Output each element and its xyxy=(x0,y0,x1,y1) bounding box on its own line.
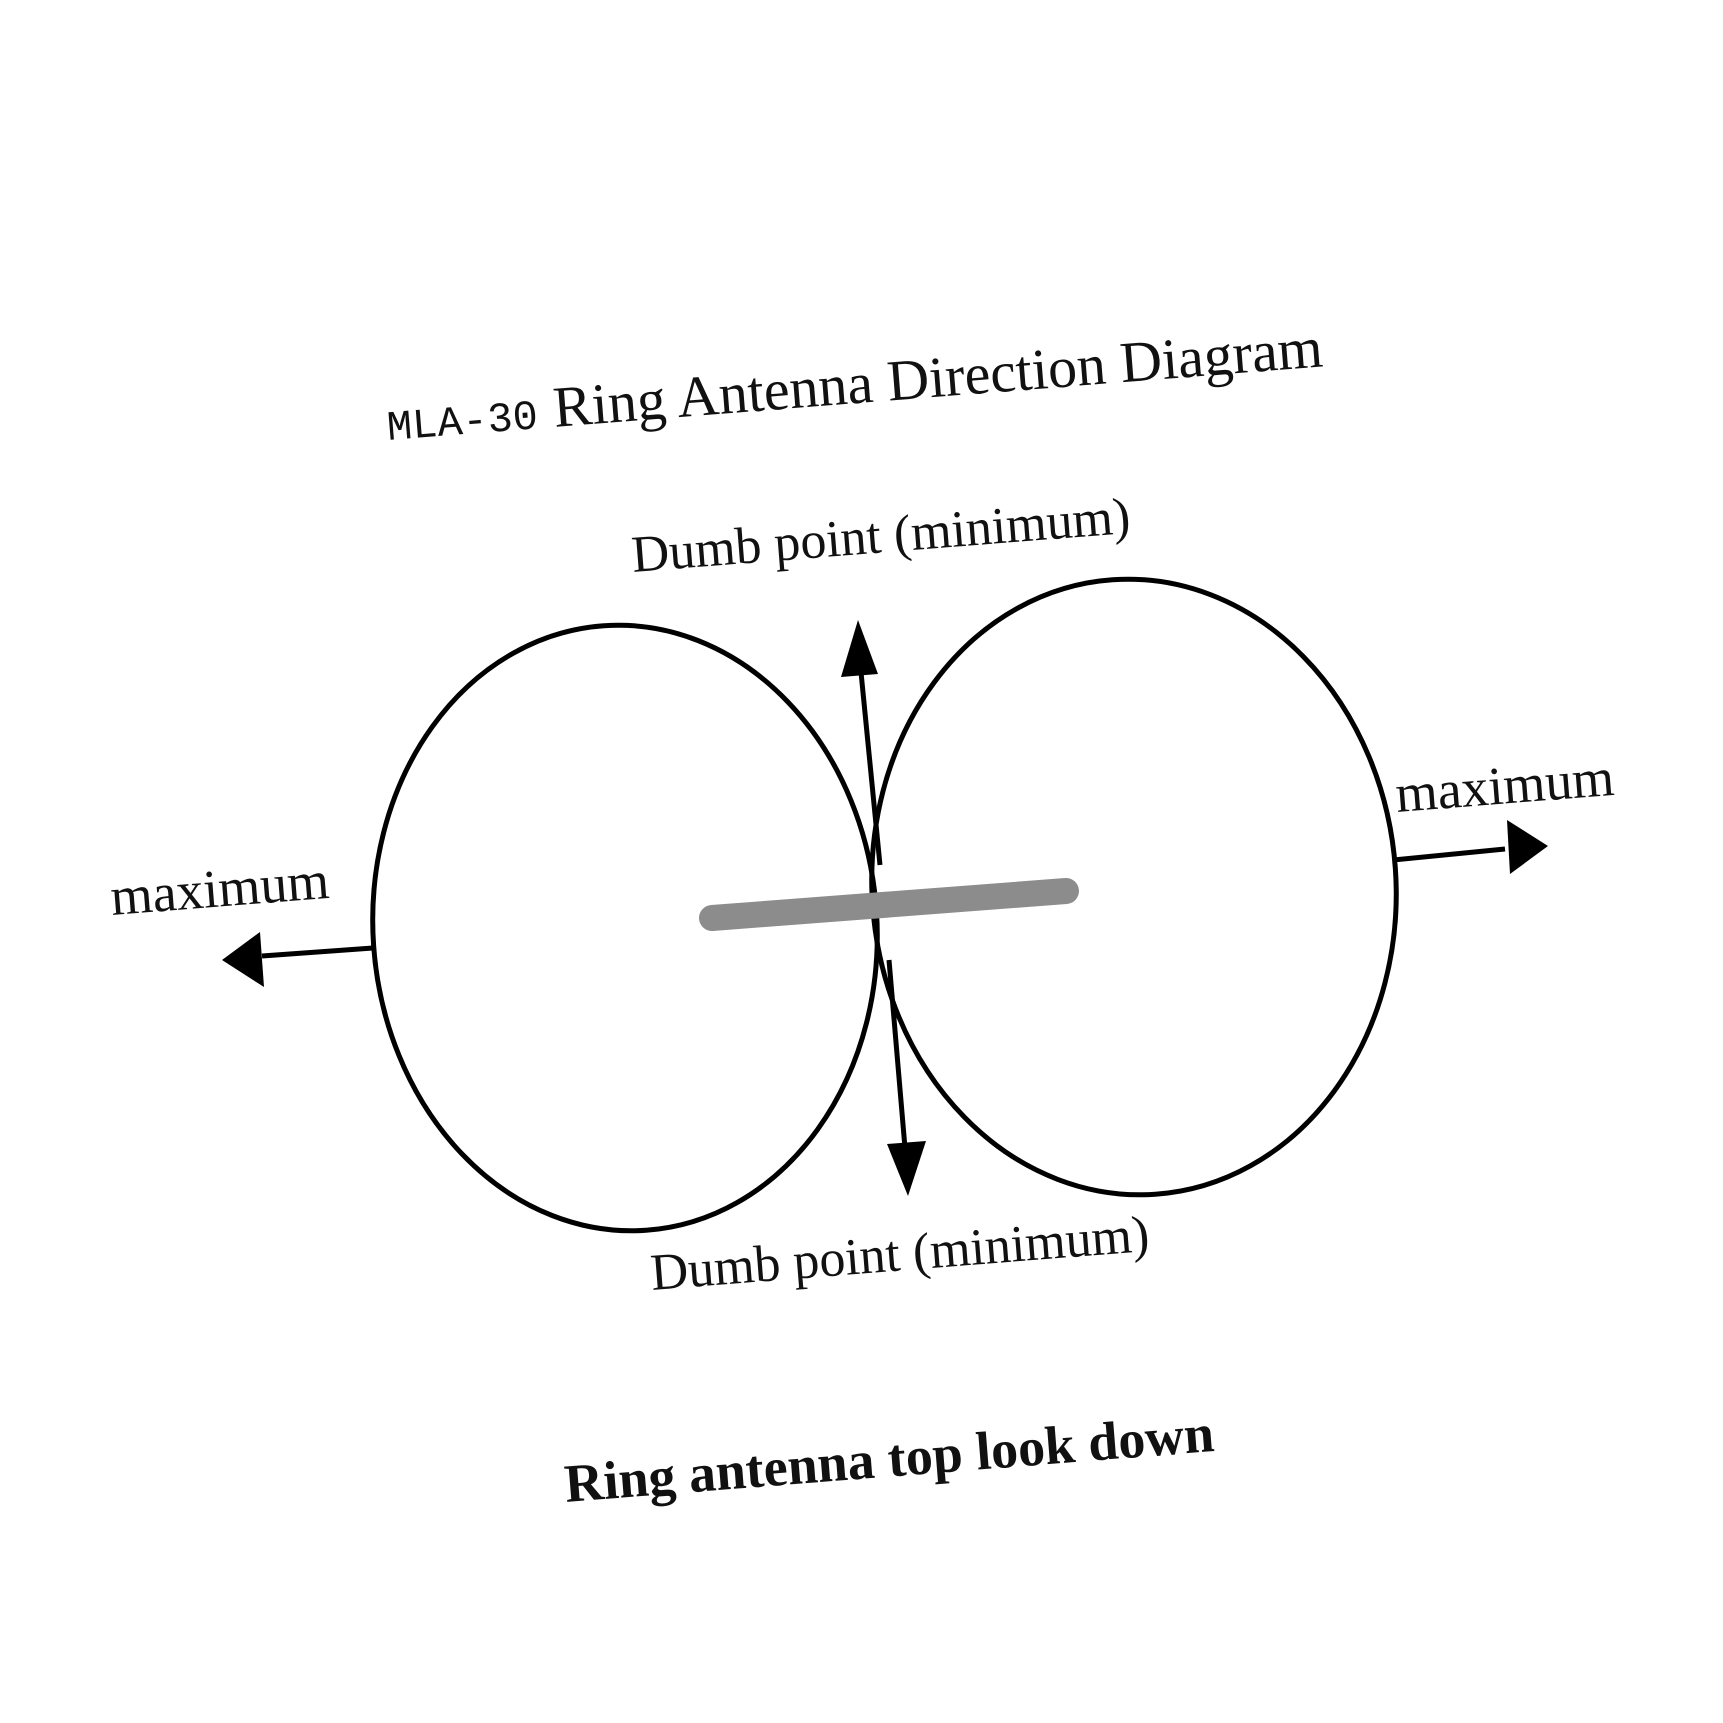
left-max-label: maximum xyxy=(108,850,331,927)
right-max-arrow-line xyxy=(1392,846,1506,863)
diagram-title: MLA-30 Ring Antenna Direction Diagram xyxy=(384,315,1325,453)
left-radiation-lobe xyxy=(370,622,880,1234)
top-null-label: Dumb point (minimum) xyxy=(629,488,1132,584)
title-model: MLA-30 xyxy=(385,393,540,453)
left-max-arrowhead xyxy=(222,932,264,987)
left-max-arrow-line xyxy=(261,945,374,959)
bottom-null-arrow-line xyxy=(886,959,908,1149)
antenna-element xyxy=(699,878,1079,931)
right-radiation-lobe xyxy=(869,576,1399,1198)
diagram-caption: Ring antenna top look down xyxy=(562,1403,1216,1514)
top-null-arrowhead xyxy=(841,620,878,677)
right-max-label: maximum xyxy=(1393,747,1616,824)
top-null-arrow-line xyxy=(857,661,883,866)
title-text: Ring Antenna Direction Diagram xyxy=(551,315,1325,440)
right-max-arrowhead xyxy=(1507,820,1548,874)
bottom-null-arrowhead xyxy=(887,1141,926,1196)
bottom-null-label: Dumb point (minimum) xyxy=(648,1206,1151,1302)
